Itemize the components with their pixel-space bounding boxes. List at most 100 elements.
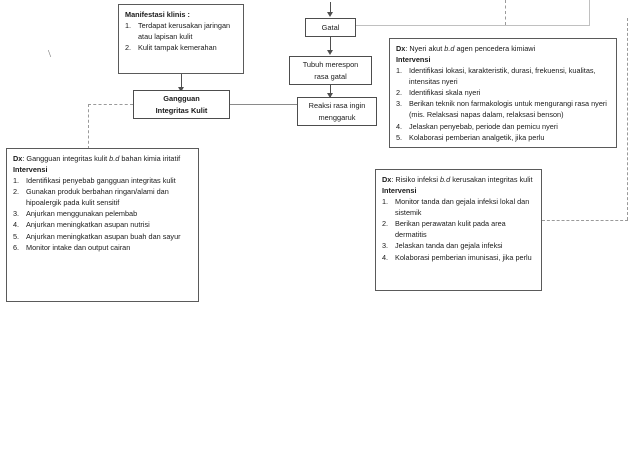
dx-nyeri-intervensi-list: 1. Identifikasi lokasi, karakteristik, du… (396, 65, 610, 143)
dx-label: Dx (396, 44, 406, 53)
list-text: Identifikasi skala nyeri (409, 88, 481, 98)
list-number: 3. (396, 99, 403, 109)
dx-bd: b.d (109, 154, 120, 163)
list-item: 5. Anjurkan meningkatkan asupan buah dan … (13, 231, 192, 242)
list-item: 4. Jelaskan penyebab, periode dan pemicu … (396, 121, 610, 132)
dx-label: Dx (13, 154, 23, 163)
menggaruk-line-1: Reaksi rasa ingin (308, 101, 366, 111)
list-number: 2. (396, 88, 403, 98)
dx-text-2: kerusakan integritas kulit (452, 175, 533, 184)
connector-top-stub-to-gatal (330, 2, 331, 14)
list-item: 1. Monitor tanda dan gejala infeksi lokal… (382, 196, 535, 218)
merespon-line-1: Tubuh merespon (302, 60, 359, 70)
list-text: Identifikasi penyebab gangguan integrita… (26, 176, 176, 186)
dx-bd: b.d (440, 175, 451, 184)
manifestasi-klinis-box: Manifestasi klinis : 1. Terdapat kerusak… (118, 4, 244, 74)
merespon-line-2: rasa gatal (314, 71, 347, 81)
gangguan-integritas-kulit-box: Gangguan Integritas Kulit (133, 90, 230, 119)
connector-dashed-top (505, 0, 506, 25)
list-number: 2. (125, 43, 132, 53)
connector-merespon-to-menggaruk (330, 85, 331, 97)
gangguan-line-2: Integritas Kulit (155, 105, 208, 115)
list-text: Identifikasi lokasi, karakteristik, dura… (409, 66, 596, 87)
list-text: Kolaborasi pemberian analgetik, jika per… (409, 132, 545, 142)
intervensi-label: Intervensi (13, 165, 48, 175)
list-text: Anjurkan meningkatkan asupan nutrisi (26, 220, 150, 230)
dx-risiko-infeksi-box: Dx: Risiko infeksi b.d kerusakan integri… (375, 169, 542, 291)
list-item: 1. Identifikasi penyebab gangguan integri… (13, 175, 192, 186)
manifestasi-list: 1. Terdapat kerusakan jaringan atau lapi… (125, 20, 237, 53)
dx-separator: : (391, 175, 394, 184)
list-text: Anjurkan menggunakan pelembab (26, 209, 138, 219)
dx-separator: : (405, 44, 408, 53)
list-text: Kulit tampak kemerahan (138, 43, 217, 53)
connector-dashed-infeksi-right (542, 220, 628, 221)
dx-gangguan-intervensi-list: 1. Identifikasi penyebab gangguan integri… (13, 175, 192, 253)
list-number: 6. (13, 242, 20, 252)
dx-gangguan-integritas-kulit-box: Dx: Gangguan integritas kulit b.d bahan … (6, 148, 199, 302)
list-item: 2. Identifikasi skala nyeri (396, 87, 610, 98)
list-item: 6. Monitor intake dan output cairan (13, 242, 192, 253)
gangguan-line-1: Gangguan (163, 94, 200, 104)
list-item: 3. Berikan teknik non farmakologis untuk … (396, 98, 610, 120)
dx-text-2: agen pencedera kimiawi (456, 44, 536, 53)
gatal-label: Gatal (321, 22, 340, 32)
list-item: 2. Kulit tampak kemerahan (125, 42, 237, 53)
dx-text-2: bahan kimia iritatif (121, 154, 181, 163)
list-number: 5. (396, 132, 403, 142)
list-item: 1. Identifikasi lokasi, karakteristik, du… (396, 65, 610, 87)
dx-text-1: Risiko infeksi (395, 175, 438, 184)
dx-bd: b.d (444, 44, 455, 53)
menggaruk-line-2: menggaruk (318, 112, 356, 122)
list-text: Monitor intake dan output cairan (26, 242, 131, 252)
list-text: Jelaskan penyebab, periode dan pemicu ny… (409, 121, 558, 131)
arrowhead-manifestasi-to-gangguan (177, 87, 184, 92)
arrowhead-merespon-to-menggaruk (326, 93, 333, 98)
connector-dashed-gangguan-left (88, 104, 133, 105)
list-text: Monitor tanda dan gejala infeksi lokal d… (395, 197, 530, 218)
arrowhead-gatal-to-merespon (326, 50, 333, 55)
list-item: 2.Gunakan produk berbahan ringan/alami d… (13, 186, 192, 208)
list-number: 1. (396, 66, 403, 76)
list-number: 3. (13, 209, 20, 219)
dx-infeksi-heading: Dx: Risiko infeksi b.d kerusakan integri… (382, 174, 535, 185)
list-item: 1. Terdapat kerusakan jaringan atau lapi… (125, 20, 237, 42)
list-number: 2. (13, 187, 20, 197)
stray-mark: \ (48, 48, 52, 60)
list-number: 1. (13, 176, 20, 186)
arrowhead-top-stub-to-gatal (326, 12, 333, 17)
gatal-box: Gatal (305, 18, 356, 37)
connector-gatal-to-nyeri-horizontal (355, 25, 590, 26)
list-text: Jelaskan tanda dan gejala infeksi (395, 241, 503, 251)
dx-nyeri-heading: Dx: Nyeri akut b.d agen pencedera kimiaw… (396, 43, 610, 54)
list-item: 3. Anjurkan menggunakan pelembab (13, 208, 192, 219)
intervensi-label: Intervensi (396, 55, 431, 65)
list-text: Terdapat kerusakan jaringan atau lapisan… (138, 21, 231, 42)
dx-text-1: Nyeri akut (409, 44, 443, 53)
tubuh-merespon-box: Tubuh merespon rasa gatal (289, 56, 372, 85)
connector-gatal-to-merespon (330, 37, 331, 52)
list-item: 5. Kolaborasi pemberian analgetik, jika p… (396, 132, 610, 143)
list-number: 3. (382, 241, 389, 251)
list-number: 1. (382, 197, 389, 207)
list-text: Anjurkan meningkatkan asupan buah dan sa… (26, 231, 181, 241)
list-text: Berikan teknik non farmakologis untuk me… (409, 99, 607, 120)
list-number: 4. (382, 252, 389, 262)
list-number: 5. (13, 231, 20, 241)
list-item: 2. Berikan perawatan kulit pada area derm… (382, 218, 535, 240)
connector-gatal-to-nyeri-vertical (589, 0, 590, 25)
list-number: 4. (396, 121, 403, 131)
list-number: 1. (125, 21, 132, 31)
intervensi-label: Intervensi (382, 186, 417, 196)
dx-nyeri-akut-box: Dx: Nyeri akut b.d agen pencedera kimiaw… (389, 38, 617, 148)
list-text: Kolaborasi pemberian imunisasi, jika per… (395, 252, 532, 262)
list-number: 2. (382, 219, 389, 229)
list-text: Berikan perawatan kulit pada area dermat… (395, 219, 506, 240)
list-item: 4. Kolaborasi pemberian imunisasi, jika p… (382, 252, 535, 263)
connector-dashed-far-right (627, 18, 628, 220)
list-item: 3. Jelaskan tanda dan gejala infeksi (382, 240, 535, 251)
dx-label: Dx (382, 175, 392, 184)
reaksi-menggaruk-box: Reaksi rasa ingin menggaruk (297, 97, 377, 126)
connector-dashed-gangguan-down (88, 104, 89, 149)
